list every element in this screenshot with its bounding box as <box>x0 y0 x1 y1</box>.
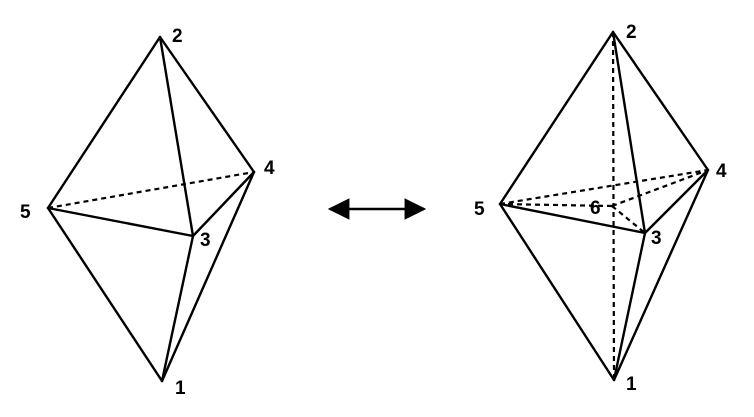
right-edge-2-4 <box>611 30 710 172</box>
left-vertex-label-1: 1 <box>175 378 186 399</box>
right-vertex-label-2: 2 <box>626 22 637 43</box>
left-edge-4-1 <box>160 170 256 383</box>
left-edge-2-3 <box>158 35 195 238</box>
left-bipyramid: 1 2 3 4 5 <box>20 26 275 399</box>
left-edge-2-4 <box>158 35 256 174</box>
left-edge-2-5 <box>46 35 162 210</box>
right-edge-2-5 <box>498 30 615 206</box>
right-vertex-label-5: 5 <box>474 199 485 220</box>
right-edge-2-3 <box>611 30 647 235</box>
right-bipyramid: 1 2 3 4 5 6 <box>474 22 727 395</box>
right-edge-5-4-hidden <box>499 168 709 206</box>
right-vertex-label-3: 3 <box>651 228 662 249</box>
left-edge-5-3 <box>46 206 195 238</box>
right-edge-6-3-hidden <box>611 205 646 234</box>
left-vertex-label-4: 4 <box>264 158 275 179</box>
right-vertex-label-4: 4 <box>716 161 727 182</box>
right-edge-4-1 <box>612 168 710 382</box>
left-edge-5-4-hidden <box>47 170 255 210</box>
right-edge-5-3 <box>498 202 647 235</box>
left-edge-5-1 <box>46 206 164 383</box>
right-edge-3-1 <box>612 231 647 382</box>
right-vertex-label-6: 6 <box>590 198 601 219</box>
right-edge-6-4-hidden <box>611 168 709 208</box>
left-vertex-label-3: 3 <box>200 230 211 251</box>
right-edge-6-5-hidden <box>499 202 613 208</box>
left-vertex-label-5: 5 <box>20 202 31 223</box>
left-edge-3-1 <box>160 234 195 383</box>
right-edge-3-4 <box>643 168 710 235</box>
left-edge-3-4 <box>191 170 256 238</box>
right-vertex-label-1: 1 <box>626 374 637 395</box>
left-vertex-label-2: 2 <box>172 26 183 47</box>
right-edge-5-1 <box>498 202 616 382</box>
